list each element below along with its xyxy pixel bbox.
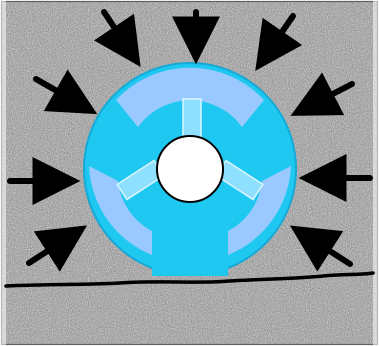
top-spoke: [183, 99, 201, 140]
left-edge-band: [0, 0, 6, 346]
central-hub: [157, 136, 223, 202]
bottom-slot: [152, 230, 228, 276]
tunnel-assembly: [84, 63, 296, 276]
right-edge-band: [373, 0, 379, 346]
